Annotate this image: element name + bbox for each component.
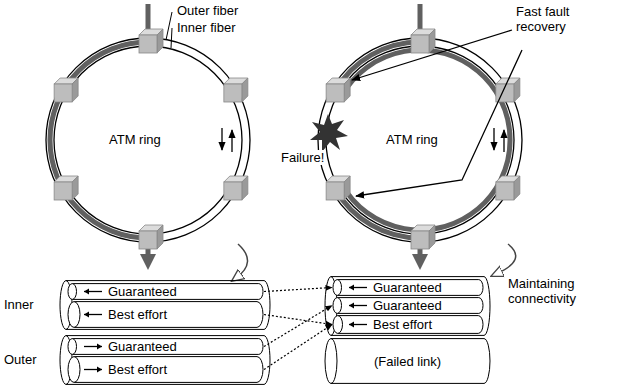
traffic-class-tube: Guaranteed <box>68 283 263 300</box>
link-cylinder: (Failed link) <box>325 338 490 384</box>
annotation-label: ATM ring <box>108 132 162 147</box>
traffic-class-label: Best effort <box>68 307 167 322</box>
label-holder: Fast fault recovery <box>515 4 619 34</box>
traffic-class-tube: Guaranteed <box>68 338 263 355</box>
outer-fiber <box>318 38 522 242</box>
traffic-class-tube: Best effort <box>68 301 263 328</box>
mapping-arrow <box>264 288 332 292</box>
ring-node-cube <box>411 29 435 53</box>
traffic-class-label: Best effort <box>68 362 167 377</box>
leader-line <box>166 12 172 40</box>
traffic-class-tube: Guaranteed <box>333 279 483 296</box>
label-holder: Outer fiber <box>176 3 239 18</box>
annotation-label: ATM ring <box>385 132 439 147</box>
mapping-arrow <box>264 315 332 325</box>
leader-arrow <box>352 30 512 80</box>
traffic-class-label: Guaranteed <box>333 280 442 295</box>
traffic-class-tube: Best effort <box>68 356 263 383</box>
link-heading: Maintaining connectivity <box>508 276 620 306</box>
link-heading: (Failed link) <box>325 338 490 369</box>
link-cylinder: OuterGuaranteedBest effort <box>60 335 270 385</box>
annotation-label: Outer fiber <box>176 3 239 18</box>
ring-node-cube <box>224 78 248 102</box>
detail-arrow <box>496 244 516 274</box>
direction-arrow <box>493 128 494 150</box>
leader-arrow <box>356 50 522 196</box>
traffic-class-label: Guaranteed <box>68 339 177 354</box>
link-heading: Outer <box>4 352 52 367</box>
label-holder: ATM ring <box>385 132 439 147</box>
link-cylinder: InnerGuaranteedBest effort <box>60 280 270 330</box>
ring-node-cube <box>139 29 163 53</box>
ring-node-cube <box>54 176 78 200</box>
ring-node-cube <box>139 225 163 249</box>
ring-node-cube <box>496 176 520 200</box>
ring-node-cube <box>326 176 350 200</box>
direction-arrow <box>231 130 232 152</box>
link-cylinder: Maintaining connectivityGuaranteedGuaran… <box>325 276 490 336</box>
leader-line <box>171 28 172 48</box>
mapping-arrow <box>264 325 332 370</box>
label-holder: ATM ring <box>108 132 162 147</box>
traffic-class-tube: Best effort <box>333 315 483 334</box>
outer-fiber <box>46 38 250 242</box>
annotation-label: Failure! <box>280 150 325 165</box>
ring-node-cube <box>54 78 78 102</box>
traffic-class-tube: Guaranteed <box>333 297 483 314</box>
inner-fiber <box>54 46 242 234</box>
inner-fiber <box>326 46 514 234</box>
traffic-class-label: Guaranteed <box>333 298 442 313</box>
label-holder: Inner fiber <box>176 20 237 35</box>
ring-node-cube <box>411 225 435 249</box>
detail-arrow <box>236 244 248 278</box>
traffic-class-label: Guaranteed <box>68 284 177 299</box>
traffic-class-label: Best effort <box>333 317 432 332</box>
annotation-label: Fast fault recovery <box>515 4 619 34</box>
failure-burst <box>310 114 348 152</box>
direction-arrow <box>503 130 504 152</box>
ring-node-cube <box>326 78 350 102</box>
ring-node-cube <box>224 176 248 200</box>
label-holder: Failure! <box>280 150 325 165</box>
link-heading: Inner <box>4 297 52 312</box>
annotation-label: Inner fiber <box>176 20 237 35</box>
mapping-arrow <box>264 306 332 347</box>
direction-arrow <box>221 128 222 150</box>
